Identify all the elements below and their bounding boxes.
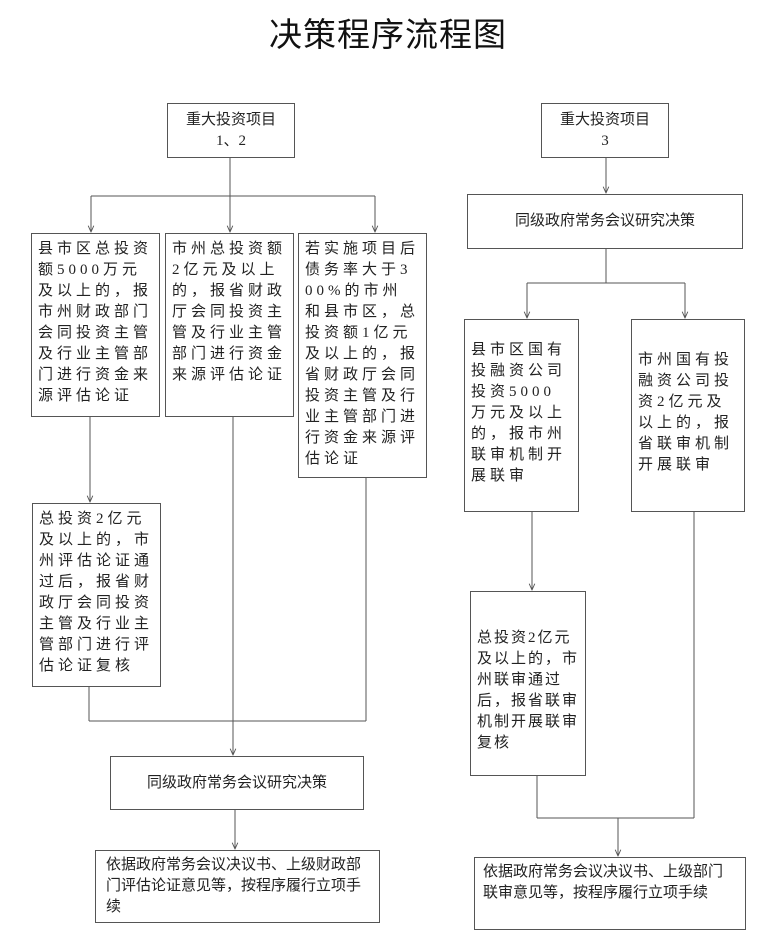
right-decision-box: 同级政府常务会议研究决策: [467, 194, 743, 249]
right-final-box: 依据政府常务会议决议书、上级部门联审意见等，按程序履行立项手续: [474, 857, 746, 930]
county-soe-box: 县市区国有投融资公司投资5000万元及以上的，报市州联审机制开展联审: [464, 319, 579, 512]
page-title: 决策程序流程图: [269, 15, 507, 54]
major-project-3-box: 重大投资项目 3: [541, 103, 669, 158]
left-decision-box: 同级政府常务会议研究决策: [110, 756, 364, 810]
debt-ratio-box: 若实施项目后债务率大于300%的市州和县市区，总投资额1亿元及以上的，报省财政厅…: [298, 233, 427, 478]
major-project-1-2-box: 重大投资项目 1、2: [167, 103, 295, 158]
box-subtitle: 1、2: [215, 132, 246, 149]
city-2yi-box: 市州总投资额2亿元及以上的，报省财政厅会同投资主管及行业主管部门进行资金来源评估…: [165, 233, 294, 417]
provincial-joint-review-box: 总投资2亿元及以上的，市州联审通过后，报省联审机制开展联审复核: [470, 591, 586, 776]
county-5000w-box: 县市区总投资额5000万元及以上的，报市州财政部门会同投资主管及行业主管部门进行…: [31, 233, 160, 417]
left-final-box: 依据政府常务会议决议书、上级财政部门评估论证意见等，按程序履行立项手续: [95, 850, 380, 923]
box-subtitle: 3: [601, 132, 609, 149]
box-title: 重大投资项目: [559, 111, 650, 128]
city-soe-box: 市州国有投融资公司投资2亿元及以上的，报省联审机制开展联审: [631, 319, 745, 512]
box-title: 重大投资项目: [185, 111, 276, 128]
provincial-review-box: 总投资2亿元及以上的，市州评估论证通过后，报省财政厅会同投资主管及行业主管部门进…: [32, 503, 161, 687]
